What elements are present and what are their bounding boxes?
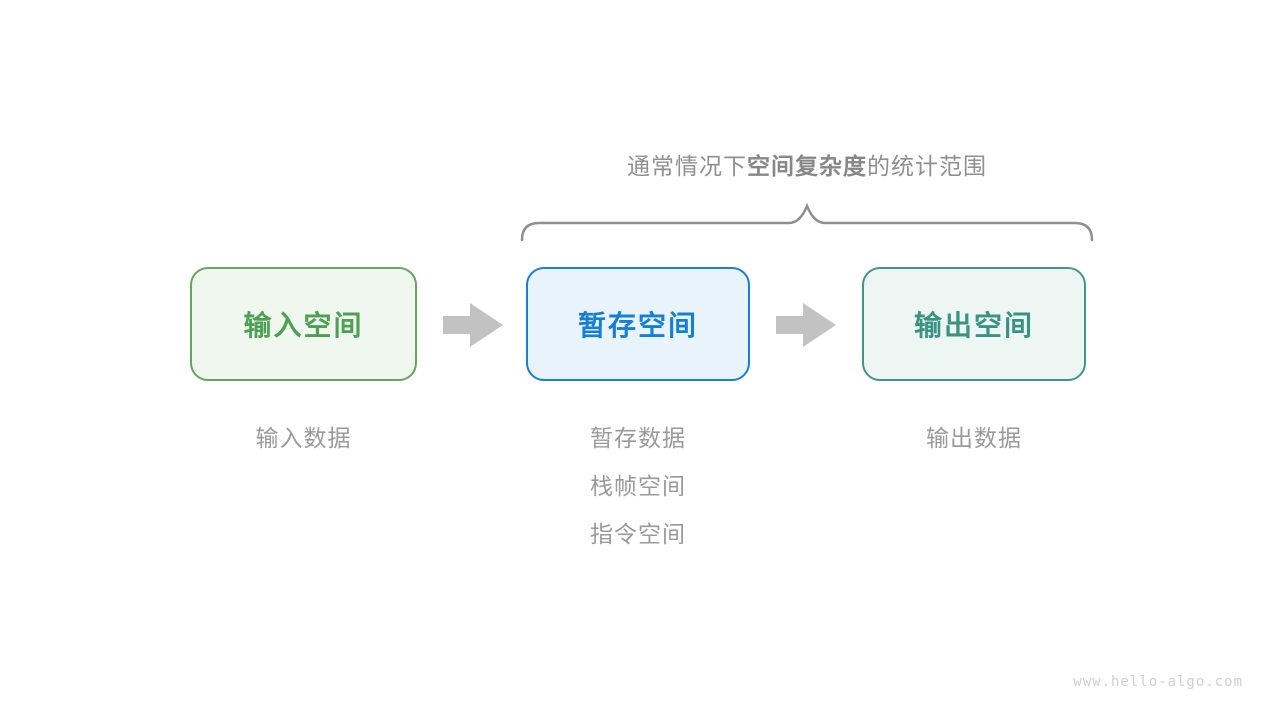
title-bold-term: 空间复杂度 [747, 153, 867, 179]
notes-output-space: 输出数据 [862, 424, 1086, 472]
note-line: 栈帧空间 [590, 473, 686, 499]
diagram-title: 通常情况下空间复杂度的统计范围 [522, 147, 1092, 181]
scope-brace-icon [520, 202, 1094, 242]
box-input-space: 输入空间 [190, 267, 417, 381]
arrow-right-icon [443, 303, 503, 347]
title-prefix: 通常情况下 [627, 153, 747, 179]
arrow-right-icon [776, 303, 836, 347]
box-input-space-label: 输入空间 [243, 310, 364, 341]
box-temp-space: 暂存空间 [526, 267, 750, 381]
note-line: 输出数据 [926, 425, 1022, 451]
title-suffix: 的统计范围 [867, 153, 987, 179]
box-temp-space-label: 暂存空间 [577, 310, 698, 341]
box-output-space-label: 输出空间 [913, 310, 1034, 341]
box-output-space: 输出空间 [862, 267, 1086, 381]
watermark: www.hello-algo.com [1073, 674, 1243, 690]
note-line: 暂存数据 [590, 425, 686, 451]
notes-input-space: 输入数据 [190, 424, 417, 472]
notes-temp-space: 暂存数据 栈帧空间 指令空间 [526, 424, 750, 568]
note-line: 输入数据 [255, 425, 352, 451]
note-line: 指令空间 [590, 521, 686, 547]
